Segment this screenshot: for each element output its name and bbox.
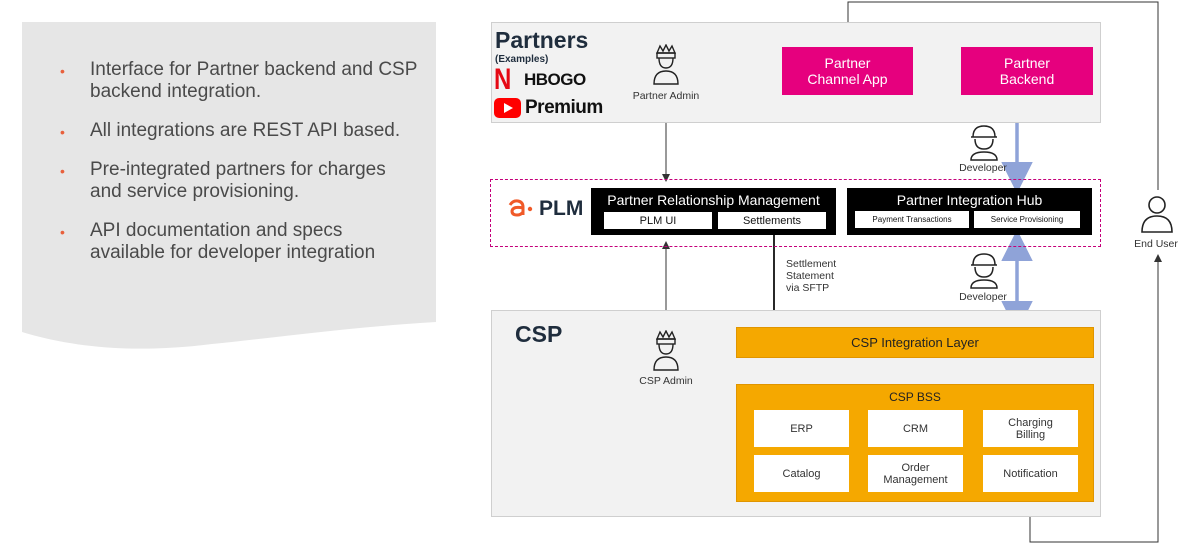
settlement-note-line: via SFTP	[786, 282, 830, 294]
payment-transactions-item: Payment Transactions	[855, 211, 969, 228]
admin-crown-person-icon	[653, 44, 679, 85]
partner-channel-app-label: Partner Channel App	[807, 55, 888, 87]
plm-logo-icon	[508, 199, 533, 217]
youtube-logo	[494, 98, 521, 118]
end-user-person-icon	[1141, 196, 1173, 233]
bss-crm: CRM	[868, 410, 963, 447]
csp-integration-layer-label: CSP Integration Layer	[851, 335, 979, 350]
partner-channel-app-box: Partner Channel App	[782, 47, 913, 95]
developer-bottom-label: Developer	[959, 291, 1007, 303]
partner-backend-label: Partner Backend	[999, 55, 1055, 87]
bss-charging-billing-label: Charging Billing	[1008, 416, 1053, 441]
integration-hub-title: Partner Integration Hub	[896, 192, 1043, 208]
youtube-premium-label: Premium	[525, 97, 603, 118]
feature-item: •All integrations are REST API based.	[60, 120, 401, 141]
bss-catalog: Catalog	[754, 455, 849, 492]
csp-admin-label: CSP Admin	[639, 375, 693, 387]
developer-helmet-icon	[970, 253, 998, 289]
end-user-label: End User	[1134, 238, 1178, 250]
csp-bss-box: CSP BSS ERP CRM Charging Billing Catalog…	[736, 384, 1094, 502]
netflix-logo: N	[494, 63, 512, 96]
settlement-note: Settlement Statement via SFTP	[786, 258, 836, 294]
partner-admin-label: Partner Admin	[632, 90, 700, 102]
features-card: •Interface for Partner backend and CSP b…	[22, 22, 436, 352]
features-list: •Interface for Partner backend and CSP b…	[60, 59, 420, 281]
service-provisioning-item: Service Provisioning	[974, 211, 1080, 228]
partner-backend-box: Partner Backend	[961, 47, 1093, 95]
hbo-go-logo: HBOGO	[524, 70, 586, 89]
admin-crown-person-icon	[653, 330, 679, 371]
plm-band	[490, 179, 1101, 247]
bss-order-management: Order Management	[868, 455, 963, 492]
notification-enduser-line	[1029, 254, 1162, 543]
bss-erp: ERP	[754, 410, 849, 447]
csp-integration-layer-box: CSP Integration Layer	[736, 327, 1094, 358]
feature-item: •Interface for Partner backend and CSP b…	[60, 59, 418, 102]
prm-box: Partner Relationship Management PLM UI S…	[591, 188, 836, 235]
plm-ui-item: PLM UI	[604, 212, 712, 229]
card-background	[22, 22, 436, 349]
settlement-note-line: Settlement	[786, 258, 837, 270]
bss-charging-billing: Charging Billing	[983, 410, 1078, 447]
developer-top-label: Developer	[959, 162, 1007, 174]
feature-item: •API documentation and specs available f…	[60, 220, 376, 263]
developer-helmet-icon	[970, 125, 998, 161]
plm-brand-label: PLM	[539, 197, 584, 220]
feature-item: •Pre-integrated partners for charges and…	[60, 159, 386, 202]
bss-notification: Notification	[983, 455, 1078, 492]
partners-title: Partners	[495, 27, 589, 53]
settlements-item: Settlements	[718, 212, 826, 229]
partners-subtitle: (Examples)	[495, 54, 549, 65]
prm-title: Partner Relationship Management	[607, 192, 820, 208]
csp-title: CSP	[515, 321, 563, 347]
bss-order-management-label: Order Management	[883, 461, 948, 486]
csp-bss-title: CSP BSS	[889, 390, 941, 404]
integration-hub-box: Partner Integration Hub Payment Transact…	[847, 188, 1092, 235]
settlement-note-line: Statement	[786, 270, 834, 282]
